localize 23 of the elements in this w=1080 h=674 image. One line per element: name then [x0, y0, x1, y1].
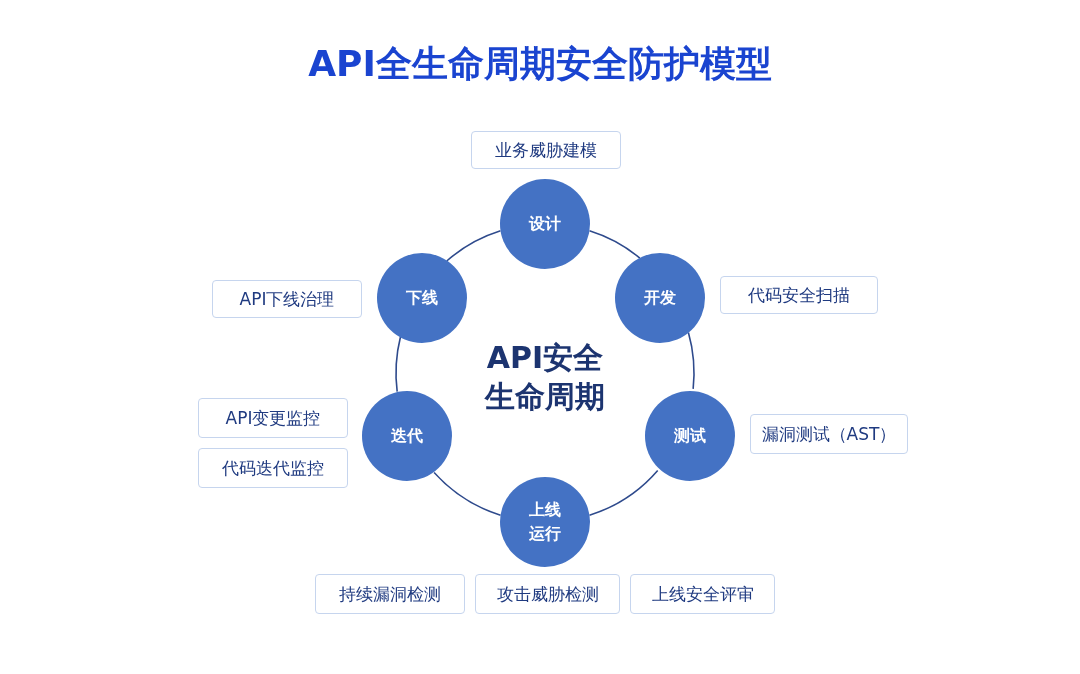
title: API全生命周期安全防护模型 [307, 42, 773, 86]
phase-circle: 设计 [500, 179, 590, 269]
task-box: 代码迭代监控 [198, 448, 348, 488]
phase-circle: 迭代 [362, 391, 452, 481]
ring-arc [395, 336, 402, 393]
task-box: API下线治理 [212, 280, 362, 318]
task-box: 上线安全评审 [630, 574, 775, 614]
ring-arc [687, 331, 695, 390]
task-box: 代码安全扫描 [720, 276, 878, 314]
ring-arc [588, 230, 641, 259]
task-box: 业务威胁建模 [471, 131, 621, 169]
phase-circle: 测试 [645, 391, 735, 481]
task-box: 持续漏洞检测 [315, 574, 465, 614]
phase-circle: 开发 [615, 253, 705, 343]
center-label: API安全生命周期 [483, 339, 606, 416]
task-box: 漏洞测试（AST） [750, 414, 908, 454]
phase-circle: 下线 [377, 253, 467, 343]
ring-arc [433, 471, 502, 516]
task-box: API变更监控 [198, 398, 348, 438]
phase-circle: 上线运行 [500, 477, 590, 567]
task-box: 攻击威胁检测 [475, 574, 620, 614]
ring-arc [588, 469, 659, 516]
ring-arc [445, 230, 502, 262]
